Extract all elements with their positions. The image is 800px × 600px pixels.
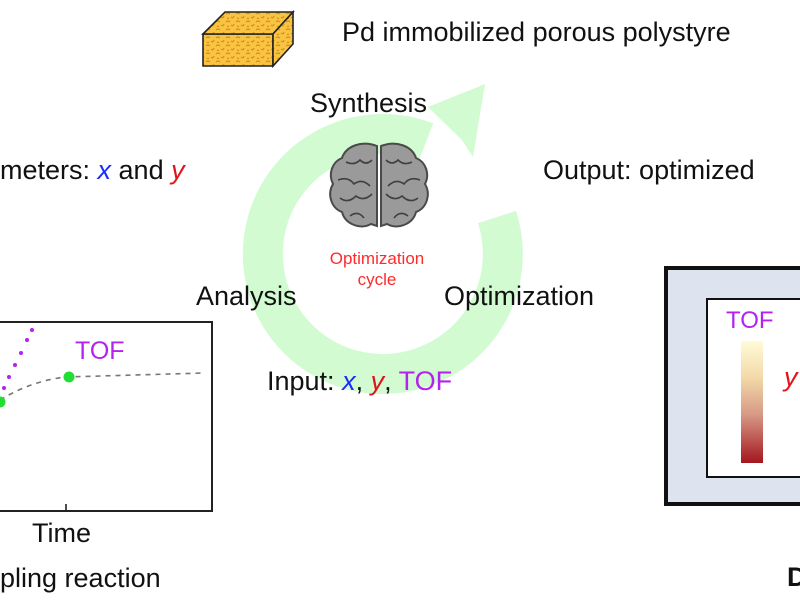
map-panel-tof-label: TOF [726, 307, 774, 334]
colorbar [741, 341, 763, 463]
map-panel-y-label: y [784, 362, 798, 392]
analysis-label: Analysis [196, 281, 297, 311]
parameters-and: and [111, 155, 172, 185]
output-label: Output: optimized [543, 155, 755, 185]
reaction-plot-dotted-series [2, 328, 34, 390]
synthesis-label: Synthesis [310, 88, 428, 118]
partial-bottom-right-text: D [787, 562, 800, 592]
reaction-plot-caption: pling reaction [0, 563, 161, 593]
input-tof: TOF [398, 366, 453, 396]
brain-icon [329, 142, 429, 228]
cycle-center-label-line2: cycle [357, 270, 397, 289]
parameter-y: y [171, 155, 185, 185]
parameters-prefix: meters: [0, 155, 98, 185]
reaction-plot-green-point [63, 371, 75, 383]
input-y: y [370, 366, 385, 396]
reaction-plot [0, 321, 213, 512]
parameter-x: x [97, 155, 112, 185]
reaction-plot-dashed-curve [0, 372, 205, 401]
reaction-plot-tof-label: TOF [75, 337, 125, 365]
reaction-plot-xaxis-label: Time [32, 518, 91, 548]
input-prefix: Input: [267, 366, 343, 396]
material-label: Pd immobilized porous polystyre [342, 17, 731, 47]
reaction-plot-frame [0, 321, 213, 512]
parameters-label: meters: x and y [0, 157, 185, 184]
cycle-center-label-line1: Optimization [329, 249, 425, 268]
input-sep1: , [355, 366, 371, 396]
input-sep2: , [384, 366, 399, 396]
porous-polystyrene-block-icon [201, 9, 295, 69]
map-panel [664, 266, 800, 506]
reaction-plot-green-point-edge [0, 396, 6, 408]
input-x: x [342, 366, 356, 396]
optimization-cycle-arrow [242, 84, 523, 394]
input-label: Input: x, y, TOF [267, 368, 452, 395]
optimization-label: Optimization [444, 281, 595, 311]
